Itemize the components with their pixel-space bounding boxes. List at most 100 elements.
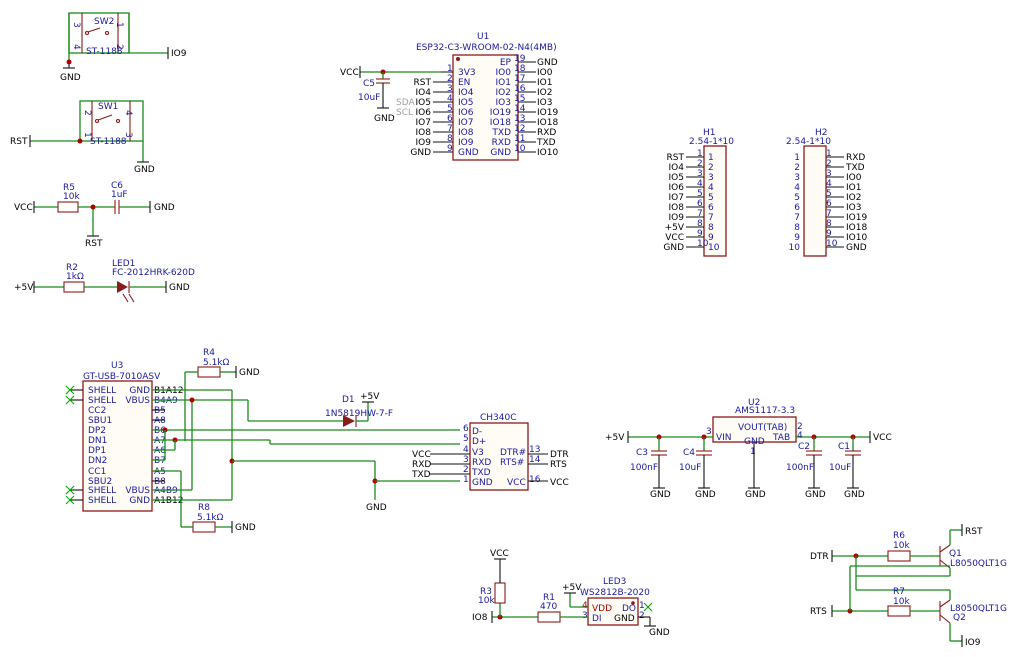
u3-left-pin-name: DP1 (88, 446, 106, 456)
u1-right-net-label: IO2 (537, 88, 552, 98)
u1-left-pin-name: EN (458, 78, 470, 88)
d1-ref: D1 (342, 395, 355, 405)
u1-left-pin-num: 1 (447, 64, 453, 74)
led3-value: WS2812B-2020 (580, 588, 650, 598)
ch-pin-gnd: GND (472, 478, 493, 488)
r4-ref: R4 (203, 348, 215, 358)
u1-right-pin-num: 11 (514, 134, 525, 144)
no-connect-marker (65, 485, 75, 495)
h2-pin-num-inner: 8 (794, 223, 800, 233)
reset-rc-network: VCC R5 10k C6 1uF GND RST (14, 181, 175, 249)
u3-right-pin-id: A7 (154, 436, 166, 446)
p5v-label-led: +5V (14, 283, 34, 293)
ch340-ref: CH340C (480, 413, 517, 423)
ch-num-6: 6 (463, 424, 469, 434)
u1-left-pin-num: 2 (447, 74, 453, 84)
u2-ref: U2 (748, 398, 760, 408)
scl-label: SCL (396, 108, 413, 118)
u2-pin3: 3 (706, 427, 712, 437)
ch-num-5: 5 (463, 434, 469, 444)
u1-right-pin-name: IO0 (496, 68, 512, 78)
u1-left-pin-name: IO4 (458, 88, 474, 98)
u3-left-pin-name: DN1 (88, 436, 107, 446)
r2-ref: R2 (66, 263, 78, 273)
h2-net-label: IO1 (846, 183, 861, 193)
c3-value: 100nF (630, 463, 658, 473)
h2-pin-num-inner: 7 (794, 213, 800, 223)
u3-right-pin-id: B1A12 (154, 386, 184, 396)
ch-pin-rts: RTS# (500, 458, 524, 468)
h1-pin-num-inner: 9 (708, 233, 714, 243)
h2-pin-num-inner: 2 (794, 163, 800, 173)
h2-pin-num-inner: 6 (794, 203, 800, 213)
h2-net-label: IO3 (846, 203, 861, 213)
net-label-rst-sw1: RST (10, 137, 28, 147)
p5v-label-u2: +5V (605, 433, 625, 443)
h1-pin-num-outer: 2 (697, 159, 703, 169)
led3-vdd: VDD (592, 604, 612, 614)
u1-right-pin-num: 16 (514, 84, 526, 94)
rts-label-ch: RTS (550, 460, 567, 470)
h1-pin-num-inner: 8 (708, 223, 714, 233)
ch-pin-dminus: D- (472, 427, 482, 437)
ch-pin-dplus: D+ (472, 437, 486, 447)
r1-value: 470 (540, 602, 557, 612)
c6-ref: C6 (111, 181, 123, 191)
sw1-ref: SW1 (98, 102, 118, 112)
h1-pin-num-inner: 4 (708, 183, 714, 193)
txd-label-ch: TXD (411, 470, 431, 480)
ch340c-chip: CH340C D- D+ V3 RXD TXD GND DTR# RTS# VC… (411, 413, 569, 491)
u1-left-net-label: IO7 (416, 118, 431, 128)
u3-left-pin-name: SBU2 (88, 477, 112, 487)
gnd-label-usb: GND (366, 503, 387, 513)
r4-value: 5.1kΩ (203, 358, 230, 368)
u1-right-pin-num: 19 (514, 54, 526, 64)
led1-value: FC-2012HRK-620D (112, 268, 195, 278)
h2-net-label: IO18 (846, 223, 867, 233)
u3-left-pin-name: DN2 (88, 456, 107, 466)
u3-right-pin-name: GND (129, 386, 150, 396)
u3-left-pin-name: SHELL (88, 396, 116, 406)
gnd-label-reset: GND (154, 203, 175, 213)
u1-right-pin-name: EP (500, 58, 512, 68)
ch-pin-v3: V3 (472, 448, 484, 458)
u3-right-pin-id: B7 (154, 456, 166, 466)
u1-left-pin-num: 5 (447, 104, 453, 114)
ch-num-2: 2 (463, 465, 469, 475)
h1-pin-num-inner: 10 (708, 243, 720, 253)
u2-pin4: 4 (797, 431, 803, 441)
auto-reset-transistors: DTR R6 10k RST Q1 L8050QLT1G RTS R7 10k (810, 524, 1007, 648)
h2-pin-num-outer: 5 (826, 189, 832, 199)
u1-right-net-label: GND (537, 58, 558, 68)
led3-ref: LED3 (603, 577, 626, 587)
p5v-label-d1: +5V (360, 392, 380, 402)
h2-pin-num-outer: 6 (826, 199, 832, 209)
vcc-label-u1: VCC (340, 68, 359, 78)
h1-net-label: GND (663, 243, 684, 253)
svg-text:4: 4 (123, 110, 133, 116)
sda-label: SDA (396, 98, 415, 108)
u3-right-pin-id: B5 (154, 406, 166, 416)
u3-right-pin-id: A8 (154, 416, 166, 426)
u1-right-pin-num: 13 (514, 114, 525, 124)
led3-pin2: 2 (639, 611, 645, 621)
led3-di: DI (592, 614, 602, 624)
ch-num-4: 4 (463, 445, 469, 455)
u3-left-pin-name: SBU1 (88, 416, 112, 426)
h1-net-label: RST (667, 153, 685, 163)
d1-diode: D1 1N5819HW-7-F +5V (325, 392, 393, 427)
u1-left-pin-name: IO8 (458, 128, 474, 138)
u3-value: GT-USB-7010ASV (83, 372, 161, 382)
u3-left-pin-name: DP2 (88, 426, 106, 436)
sw2-switch: SW2 ST-1188 3 1 4 2 IO9 GND (60, 12, 187, 83)
u2-regulator: U2 AMS1117-3.3 VIN GND VOUT(TAB) TAB 3 1… (605, 398, 892, 500)
gnd-label-c4: GND (695, 490, 716, 500)
r6-value: 10k (893, 541, 910, 551)
vcc-label-reset: VCC (14, 203, 33, 213)
u3-right-pin-id: B6 (154, 426, 166, 436)
h1-net-label: IO7 (669, 193, 684, 203)
dtr-label-q: DTR (810, 552, 829, 562)
r6-ref: R6 (893, 531, 905, 541)
u1-left-pin-name: IO7 (458, 118, 473, 128)
